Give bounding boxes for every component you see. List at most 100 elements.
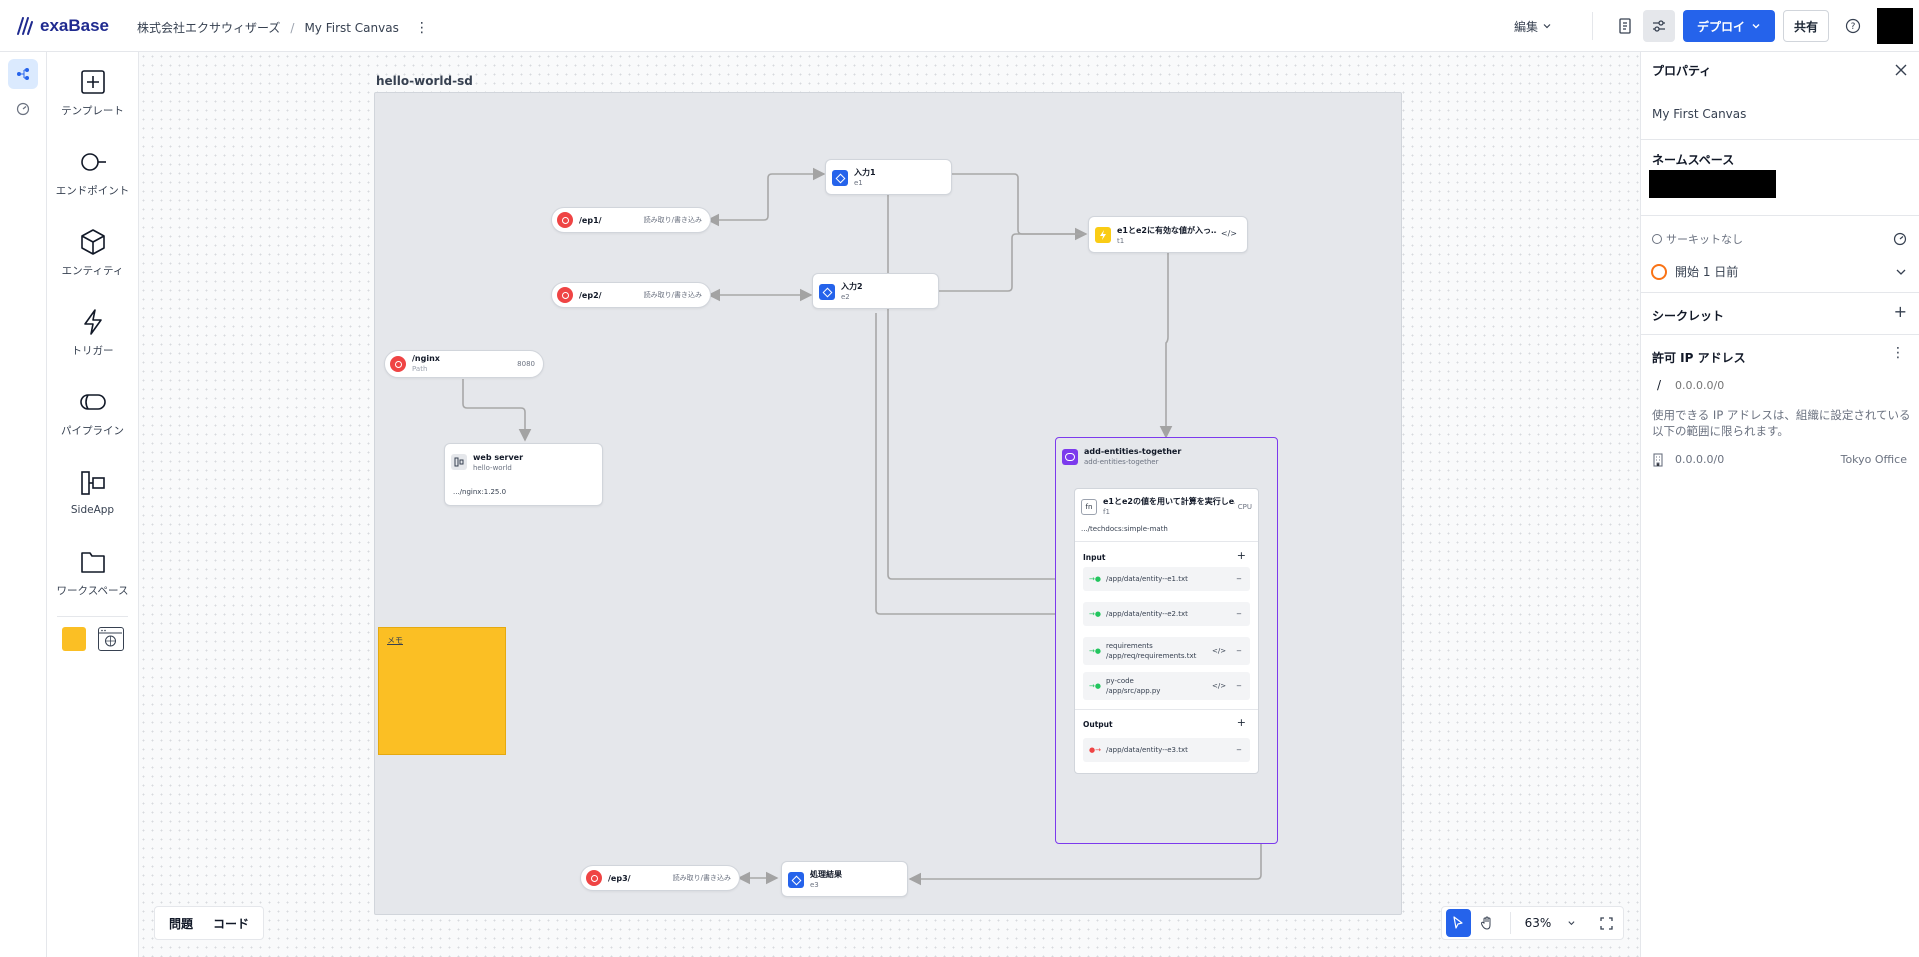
remove-icon[interactable]: − (1236, 647, 1242, 655)
function-id: f1 (1103, 508, 1110, 516)
entity-e3[interactable]: 処理結果 e3 (781, 861, 908, 897)
rail-monitor-button[interactable] (8, 94, 38, 124)
input-row[interactable]: →● py-code /app/src/app.py </> − (1083, 672, 1250, 700)
remove-icon[interactable]: − (1236, 746, 1242, 754)
pan-tool-button[interactable] (1475, 909, 1500, 937)
palette-entity[interactable]: エンティティ (47, 212, 138, 292)
select-tool-button[interactable] (1446, 909, 1471, 937)
code-icon[interactable]: </> (1212, 682, 1227, 690)
ip-menu-icon[interactable]: ⋮ (1891, 345, 1905, 361)
trigger-t1[interactable]: e1とe2に有効な値が入っ… t1 </> (1088, 216, 1248, 253)
function-badge: fn (1081, 499, 1097, 515)
endpoint-ep2[interactable]: /ep2/ 読み取り/書き込み (551, 282, 711, 308)
breadcrumb-canvas[interactable]: My First Canvas (304, 20, 399, 35)
endpoint-mode: 読み取り/書き込み (672, 874, 731, 882)
endpoint-path: /ep2/ (579, 290, 602, 300)
code-icon[interactable]: </> (1220, 229, 1237, 238)
document-button[interactable] (1609, 10, 1641, 42)
ip-org-name: Tokyo Office (1840, 453, 1907, 466)
share-button[interactable]: 共有 (1782, 10, 1829, 42)
input-connector-icon: →● (1089, 682, 1101, 690)
fullscreen-button[interactable] (1594, 909, 1619, 937)
palette-label: パイプライン (61, 424, 124, 437)
endpoint-ep1[interactable]: /ep1/ 読み取り/書き込み (551, 207, 711, 233)
namespace-value[interactable] (1649, 170, 1776, 198)
secret-section: シークレット + (1641, 293, 1919, 335)
add-secret-icon[interactable]: + (1893, 302, 1907, 321)
endpoint-nginx[interactable]: /nginx Path 8080 (384, 350, 544, 378)
pipeline-group[interactable]: add-entities-together add-entities-toget… (1055, 437, 1278, 844)
input-path: /app/data/entity--e2.txt (1105, 610, 1188, 618)
entity-e1[interactable]: 入力1 e1 (825, 159, 952, 195)
started-status[interactable]: 開始 1 日前 (1651, 263, 1738, 280)
chevron-down-icon[interactable] (1895, 267, 1907, 277)
namespace-section: ネームスペース (1641, 140, 1919, 216)
palette-workspace[interactable]: ワークスペース (47, 532, 138, 612)
ip-input[interactable] (1675, 374, 1825, 396)
entity-e2[interactable]: 入力2 e2 (812, 273, 939, 309)
palette-label: エンドポイント (55, 184, 130, 197)
building-icon (1653, 453, 1663, 467)
input-row[interactable]: →● /app/data/entity--e1.txt − (1083, 567, 1250, 591)
panel-title: プロパティ (1652, 64, 1712, 78)
properties-panel: プロパティ My First Canvas ネームスペース サーキットなし 開始… (1640, 52, 1919, 957)
input-path: /app/req/requirements.txt (1105, 652, 1197, 660)
function-f1[interactable]: fn e1とe2の値を用いて計算を実行しe… f1 CPU .../techdo… (1074, 488, 1259, 774)
input-row[interactable]: →● /app/data/entity--e2.txt − (1083, 602, 1250, 626)
hand-icon (1481, 916, 1491, 930)
palette-pipeline[interactable]: パイプライン (47, 372, 138, 452)
trigger-icon (83, 308, 102, 335)
share-label: 共有 (1793, 19, 1818, 34)
pipeline-icon (79, 393, 106, 410)
properties-toggle-button[interactable] (1642, 10, 1675, 42)
circuit-status: サーキットなし (1652, 231, 1743, 247)
edit-menu-button[interactable]: 編集 (1514, 18, 1552, 35)
svg-text:?: ? (1851, 22, 1856, 32)
remove-icon[interactable]: − (1236, 610, 1242, 618)
rail-canvas-button[interactable] (8, 59, 38, 89)
toolbar-right: 編集 デプロイ 共有 ? (1514, 8, 1919, 44)
started-label: 開始 1 日前 (1675, 265, 1739, 279)
template-icon (80, 69, 105, 94)
palette-trigger[interactable]: トリガー (47, 292, 138, 372)
endpoint-ep3[interactable]: /ep3/ 読み取り/書き込み (580, 865, 740, 891)
logo[interactable]: exaBase (16, 16, 109, 36)
gauge-icon[interactable] (1893, 232, 1907, 246)
zoom-level[interactable]: 63% (1524, 916, 1552, 930)
memo-sticky-note[interactable]: メモ (378, 627, 506, 755)
canvas-menu-icon[interactable]: ⋮ (414, 19, 429, 36)
input-path: /app/src/app.py (1105, 687, 1161, 695)
entity-title: 入力1 (854, 168, 876, 177)
entity-id: e2 (841, 293, 850, 301)
sideapp-webserver[interactable]: web server hello-world .../nginx:1.25.0 (444, 443, 603, 506)
web-app-icon[interactable] (97, 627, 124, 651)
canvas-name[interactable]: My First Canvas (1652, 107, 1747, 121)
palette-endpoint[interactable]: エンドポイント (47, 132, 138, 212)
output-row[interactable]: ●→ /app/data/entity--e3.txt − (1083, 738, 1250, 762)
memo-label: メモ (387, 636, 403, 645)
issues-button[interactable]: 問題 (169, 916, 194, 931)
close-icon[interactable] (1895, 64, 1907, 76)
add-input-icon[interactable]: + (1236, 549, 1246, 562)
endpoint-mode: 読み取り/書き込み (643, 216, 702, 224)
breadcrumb-org[interactable]: 株式会社エクサウィザーズ (137, 21, 281, 35)
help-button[interactable]: ? (1837, 10, 1869, 42)
user-avatar[interactable] (1877, 8, 1913, 44)
endpoint-icon (80, 152, 106, 171)
chevron-down-icon[interactable] (1567, 918, 1576, 928)
code-button[interactable]: コード (213, 916, 250, 931)
secret-heading: シークレット (1652, 309, 1725, 323)
add-output-icon[interactable]: + (1236, 716, 1246, 729)
ip-org-value: 0.0.0.0/0 (1675, 453, 1725, 466)
palette-template[interactable]: テンプレート (47, 52, 138, 132)
remove-icon[interactable]: − (1236, 575, 1242, 583)
input-row[interactable]: →● requirements /app/req/requirements.tx… (1083, 637, 1250, 665)
sticky-note-icon[interactable] (61, 627, 86, 651)
canvas[interactable]: hello-world-sd /ep1/ 読み取り/書き込み /ep2/ 読み取… (139, 52, 1640, 957)
deploy-button[interactable]: デプロイ (1682, 10, 1775, 42)
remove-icon[interactable]: − (1236, 682, 1242, 690)
palette-sideapp[interactable]: SideApp (47, 452, 138, 532)
code-icon[interactable]: </> (1212, 647, 1227, 655)
output-connector-icon: ●→ (1089, 746, 1101, 754)
input-name: py-code (1105, 677, 1134, 685)
